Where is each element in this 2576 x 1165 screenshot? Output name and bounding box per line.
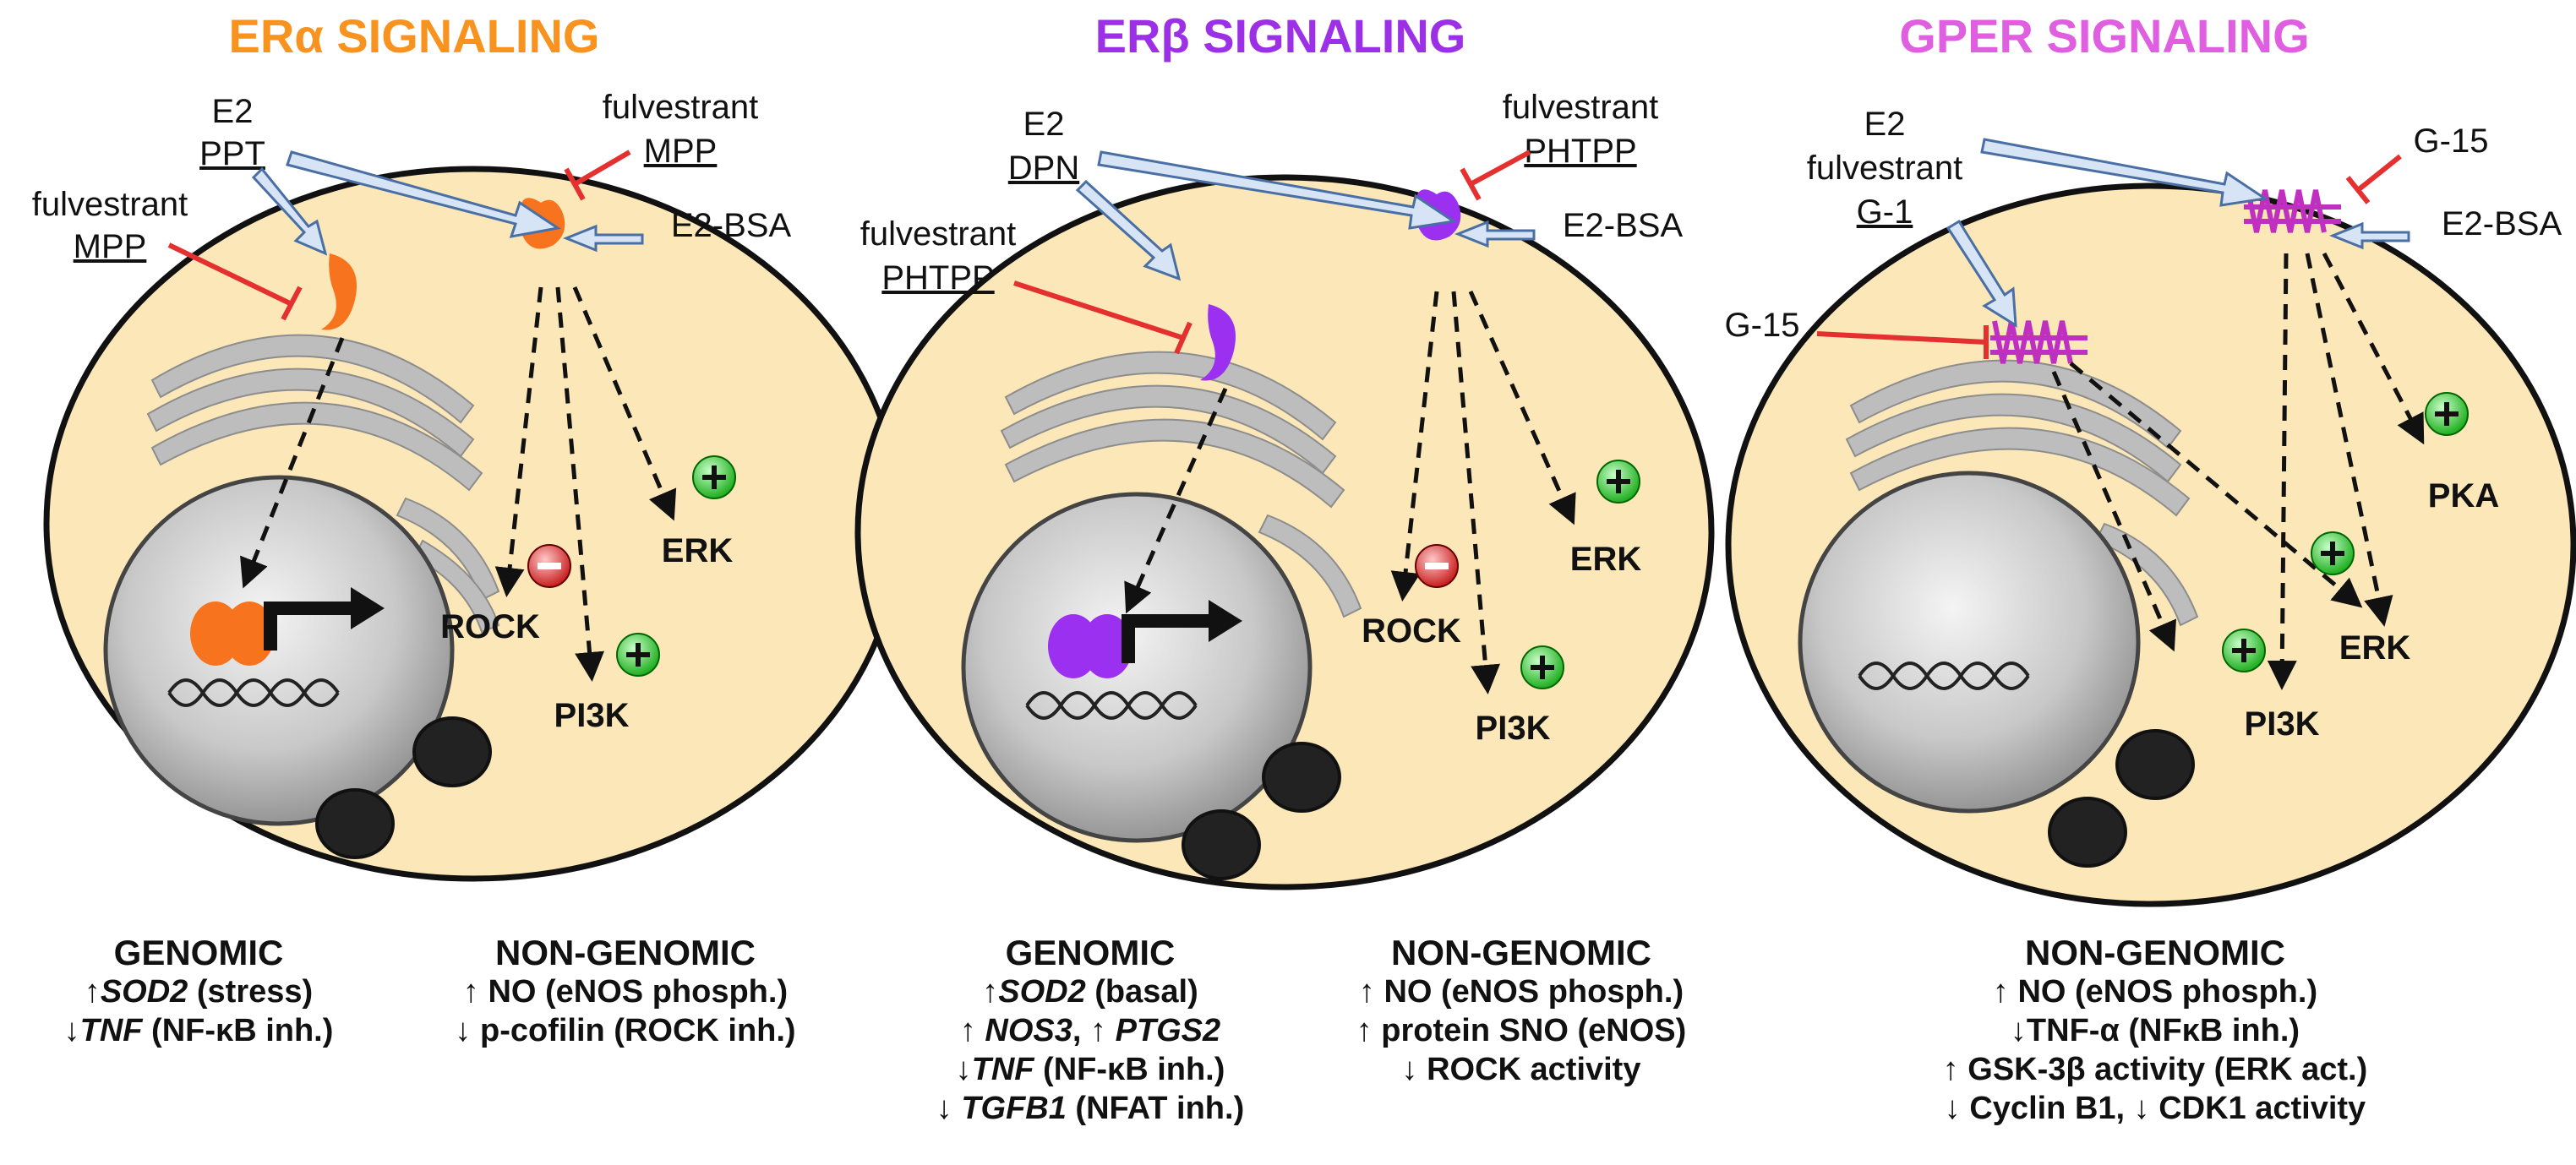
- agonist-arrow: [1946, 219, 2017, 328]
- summary-line: ↑SOD2 (basal): [982, 974, 1198, 1010]
- panel-title: GPER SIGNALING: [1899, 9, 2309, 63]
- summary-heading: GENOMIC: [1005, 933, 1176, 972]
- summary-line: ↑ GSK-3β activity (ERK act.): [1942, 1052, 2368, 1087]
- summary-line: ↓ Cyclin B1, ↓ CDK1 activity: [1944, 1091, 2366, 1126]
- panel-title: ERβ SIGNALING: [1095, 9, 1466, 63]
- kinase-label: PI3K: [2245, 705, 2320, 743]
- signaling-arrows: [1124, 290, 1576, 694]
- summary-heading: NON-GENOMIC: [495, 933, 756, 972]
- antagonist-label: fulvestrant: [1503, 89, 1659, 126]
- summary-line: ↑ NO (eNOS phosph.): [462, 974, 789, 1010]
- panel-er-beta: ERβ SIGNALING E2 DPN fulvestrant PHTPP f…: [854, 9, 1715, 890]
- kinase-label: PKA: [2428, 477, 2499, 514]
- endoplasmic-reticulum: [1000, 351, 1362, 618]
- summary-line: ↓ p-cofilin (ROCK inh.): [455, 1013, 796, 1048]
- signaling-arrows: [2051, 252, 2425, 690]
- inhibition-icon: [1816, 154, 2402, 359]
- panel-gper: GPER SIGNALING E2 fulvestrant G-1 G-15 G…: [1725, 9, 2576, 907]
- antagonist-label: PHTPP: [881, 259, 994, 297]
- antagonist-label: G-15: [2414, 122, 2489, 160]
- agonist-arrow: [286, 150, 561, 238]
- antagonist-label: fulvestrant: [860, 215, 1017, 253]
- antagonist-label: MPP: [644, 133, 718, 170]
- kinase-label: ERK: [1570, 541, 1642, 578]
- genomic-summary-er-beta: GENOMIC ↑SOD2 (basal) ↑ NOS3, ↑ PTGS2 ↓T…: [913, 934, 1268, 1128]
- membrane-ligand-arrow: [1454, 220, 1536, 248]
- kinase-label: ROCK: [1362, 612, 1461, 650]
- panel-title: ERα SIGNALING: [229, 9, 600, 63]
- nongenomic-summary-er-beta: NON-GENOMIC ↑ NO (eNOS phosph.) ↑ protei…: [1318, 934, 1724, 1089]
- summary-heading: NON-GENOMIC: [1391, 933, 1651, 972]
- agonist-arrow: [1980, 138, 2269, 207]
- endoplasmic-reticulum: [1845, 359, 2199, 627]
- summary-line: ↑SOD2 (stress): [84, 974, 314, 1010]
- summary-heading: GENOMIC: [113, 933, 284, 972]
- agonist-arrow: [1097, 150, 1458, 230]
- membrane-ligand-label: E2-BSA: [2442, 205, 2562, 242]
- kinase-label: PI3K: [1476, 710, 1551, 747]
- kinase-label: PI3K: [554, 697, 630, 734]
- agonist-label: PPT: [199, 135, 265, 172]
- gper-receptor-icon: [1990, 320, 2088, 364]
- genomic-summary-er-alpha: GENOMIC ↑SOD2 (stress) ↓TNF (NF-κB inh.): [51, 934, 347, 1050]
- summary-line: ↓TNF (NF-κB inh.): [63, 1013, 334, 1048]
- agonist-label: G-1: [1857, 193, 1913, 231]
- agonist-label: E2: [1864, 106, 1906, 143]
- mitochondrion-icon: [315, 788, 395, 859]
- kinase-label: ERK: [662, 532, 734, 569]
- summary-line: ↑ protein SNO (eNOS): [1356, 1013, 1687, 1048]
- mitochondrion-icon: [412, 716, 492, 787]
- mitochondrion-icon: [1182, 809, 1261, 880]
- transcription-arrow: [1122, 614, 1213, 663]
- mitochondrion-icon: [2115, 729, 2195, 800]
- kinase-label: ERK: [2339, 629, 2411, 667]
- dna-icon: [1858, 661, 2030, 690]
- gper-receptor-icon: [2244, 189, 2341, 233]
- membrane-ligand-label: E2-BSA: [671, 207, 792, 244]
- summary-line: ↓ ROCK activity: [1401, 1052, 1641, 1087]
- nucleus: [103, 475, 455, 826]
- receptor-icon: [1200, 304, 1236, 381]
- summary-line: ↓TNF-α (NFκB inh.): [2010, 1013, 2300, 1048]
- summary-line: ↑ NOS3, ↑ PTGS2: [959, 1013, 1221, 1048]
- antagonist-label: fulvestrant: [32, 186, 188, 223]
- dna-icon: [1025, 691, 1198, 720]
- summary-heading: NON-GENOMIC: [2025, 933, 2285, 972]
- agonist-label: fulvestrant: [1807, 150, 1963, 187]
- endoplasmic-reticulum: [146, 334, 500, 634]
- dna-icon: [167, 678, 340, 707]
- antagonist-label: G-15: [1725, 307, 1800, 344]
- agonist-arrow: [1075, 179, 1182, 281]
- summary-line: ↑ NO (eNOS phosph.): [1358, 974, 1684, 1010]
- summary-line: ↑ NO (eNOS phosph.): [1992, 974, 2318, 1010]
- agonist-arrow: [251, 166, 328, 256]
- summary-line: ↓ TGFB1 (NFAT inh.): [936, 1091, 1245, 1126]
- mitochondrion-icon: [1262, 742, 1341, 813]
- nongenomic-summary-er-alpha: NON-GENOMIC ↑ NO (eNOS phosph.) ↓ p-cofi…: [406, 934, 845, 1050]
- nongenomic-summary-gper: NON-GENOMIC ↑ NO (eNOS phosph.) ↓TNF-α (…: [1893, 934, 2417, 1128]
- receptor-icon: [321, 253, 357, 330]
- agonist-label: E2: [212, 93, 254, 130]
- agonist-label: DPN: [1008, 150, 1079, 187]
- nucleus: [961, 492, 1313, 843]
- antagonist-label: PHTPP: [1524, 133, 1636, 170]
- summary-line: ↓TNF (NF-κB inh.): [955, 1052, 1225, 1087]
- mitochondrion-icon: [2048, 797, 2127, 868]
- panel-er-alpha: ERα SIGNALING E2 PPT fulvestrant MP: [32, 9, 903, 882]
- membrane-ligand-arrow: [2328, 221, 2410, 250]
- agonist-label: E2: [1023, 106, 1065, 143]
- antagonist-label: MPP: [74, 228, 147, 265]
- antagonist-label: fulvestrant: [603, 89, 759, 126]
- signaling-arrows: [240, 286, 677, 682]
- inhibition-icon: [167, 150, 631, 321]
- nucleus: [1798, 471, 2141, 814]
- membrane-ligand-label: E2-BSA: [1563, 207, 1684, 244]
- transcription-arrow: [264, 602, 355, 651]
- inhibition-icon: [1013, 150, 1531, 355]
- kinase-label: ROCK: [440, 608, 540, 645]
- membrane-ligand-arrow: [562, 224, 644, 253]
